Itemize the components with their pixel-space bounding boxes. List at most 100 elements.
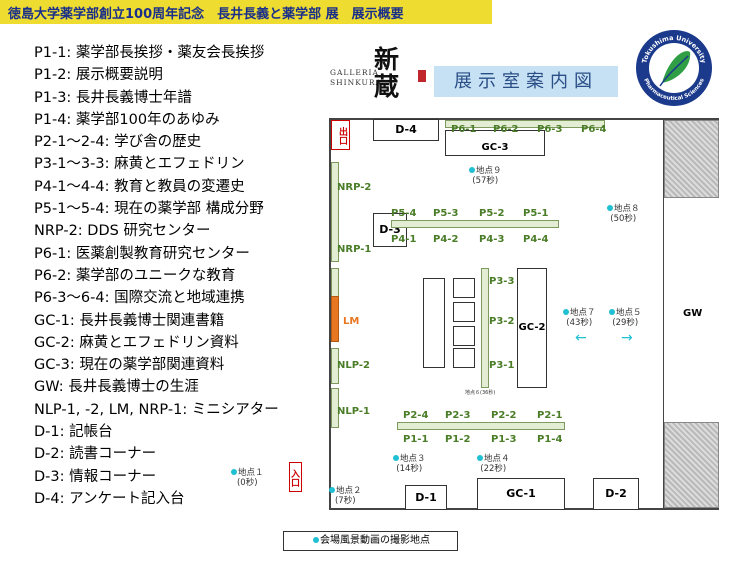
panel-p4-4: P4-4: [523, 234, 549, 245]
arrow-left-icon: ←: [575, 330, 587, 346]
legend-item: GW: 長井長義博士の生涯: [34, 379, 199, 396]
center-table-long: [423, 278, 445, 368]
dot-icon: [231, 469, 237, 475]
panel-column-p3: [481, 268, 489, 388]
shooting-point-1: 地点１(0秒): [231, 468, 264, 488]
glass-case-gc3: GC-3: [445, 130, 545, 156]
legend-item: P4-1～4-4: 教育と教員の変遷史: [34, 178, 245, 195]
panel-p1-2: P1-2: [445, 434, 471, 445]
legend-item: P2-1～2-4: 学び舎の歴史: [34, 134, 202, 151]
dot-icon: [563, 309, 569, 315]
legend-item: D-1: 記帳台: [34, 424, 113, 441]
panel-row-p5-p4: [391, 220, 559, 228]
panel-p2-4: P2-4: [403, 410, 429, 421]
legend-item: GC-2: 麻黄とエフェドリン資料: [34, 334, 239, 351]
reading-corner-d2: D-2: [593, 478, 639, 510]
label-lm: LM: [343, 316, 360, 327]
legend-item: P1-1: 薬学部長挨拶・薬友会長挨拶: [34, 45, 265, 61]
point-label: 地点９: [476, 166, 502, 176]
university-logo: Tokushima University Pharmaceutical Scie…: [636, 30, 712, 106]
dot-icon: [329, 487, 335, 493]
seal-icon: [418, 70, 426, 82]
label-nrp2: NRP-2: [337, 182, 372, 193]
panel-p2-2: P2-2: [491, 410, 517, 421]
shooting-point-8: 地点８(50秒): [607, 204, 640, 224]
dot-icon: [313, 537, 319, 543]
panel-p1-3: P1-3: [491, 434, 517, 445]
legend-item: P6-2: 薬学部のユニークな教育: [34, 267, 236, 284]
point-label: 地点５: [616, 308, 642, 318]
center-table-4: [453, 348, 475, 368]
legend-item: D-3: 情報コーナー: [34, 468, 157, 485]
point-label: 地点２: [336, 486, 362, 496]
panel-nlp2: [331, 348, 339, 384]
header-bar: 徳島大学薬学部創立100周年記念 長井長義と薬学部 展 展示概要: [0, 0, 492, 24]
gw-hatch-bottom: [664, 422, 719, 508]
point-label: 地点６: [465, 390, 481, 396]
exit-sign: 出口: [331, 120, 350, 150]
arrow-right-icon: →: [621, 330, 633, 346]
galleria-shinkura-logo: GALLERIA SHINKURA 新蔵: [330, 46, 430, 108]
gw-hatch-top: [664, 120, 719, 198]
dot-icon: [469, 167, 475, 173]
point-time: (43秒): [566, 318, 593, 328]
panel-p6-2: P6-2: [493, 124, 519, 135]
panel-p3-2: P3-2: [489, 316, 515, 327]
floor-plan: 出口 D-4 GC-3 P6-1 P6-2 P6-3 P6-4 NRP-2 NR…: [231, 118, 719, 510]
desk-d4: D-4: [373, 119, 439, 141]
point-time: (0秒): [236, 478, 258, 488]
logo-kanji-text: 新蔵: [374, 45, 400, 101]
legend-item: P1-4: 薬学部100年のあゆみ: [34, 111, 220, 128]
label-nrp1: NRP-1: [337, 244, 372, 255]
panel-p6-4: P6-4: [581, 124, 607, 135]
glass-case-gc1: GC-1: [477, 478, 565, 510]
panel-p5-2: P5-2: [479, 208, 505, 219]
point-label: 地点８: [614, 204, 640, 214]
guestbook-d1: D-1: [405, 485, 447, 510]
shooting-point-2: 地点２(7秒): [329, 486, 362, 506]
dot-icon: [393, 455, 399, 461]
point-time: (36秒): [480, 390, 496, 396]
panel-row-p6: [445, 120, 605, 128]
dot-icon: [609, 309, 615, 315]
panel-p2-1: P2-1: [537, 410, 563, 421]
label-gw: GW: [683, 308, 703, 319]
footer-label: 会場風景動画の撮影地点: [320, 535, 430, 546]
panel-p3-3: P3-3: [489, 276, 515, 287]
point-label: 地点４: [484, 454, 510, 464]
point-time: (14秒): [396, 464, 423, 474]
legend-item: D-4: アンケート記入台: [34, 490, 185, 507]
legend-item: P5-1～5-4: 現在の薬学部 構成分野: [34, 201, 264, 218]
panel-p4-1: P4-1: [391, 234, 417, 245]
footer-legend: 会場風景動画の撮影地点: [284, 532, 459, 550]
dot-icon: [477, 455, 483, 461]
map-title: 展示室案内図: [454, 71, 598, 92]
legend-item: NRP-2: DDS 研究センター: [34, 223, 211, 240]
panel-row-p2-p1: [397, 422, 565, 430]
point-time: (50秒): [610, 214, 637, 224]
panel-p1-4: P1-4: [537, 434, 563, 445]
dot-icon: [607, 205, 613, 211]
panel-p4-2: P4-2: [433, 234, 459, 245]
panel-p2-3: P2-3: [445, 410, 471, 421]
legend-item: D-2: 読書コーナー: [34, 446, 157, 463]
legend-item: P6-1: 医薬創製教育研究センター: [34, 245, 250, 262]
glass-case-gc2: GC-2: [517, 268, 547, 388]
panel-p4-3: P4-3: [479, 234, 505, 245]
legend-item: P1-3: 長井長義博士年譜: [34, 89, 192, 106]
shooting-point-5: 地点５(29秒): [609, 308, 642, 328]
entrance-sign: 入口: [289, 462, 302, 492]
panel-p3-1: P3-1: [489, 360, 515, 371]
shooting-point-7: 地点７(43秒): [563, 308, 596, 328]
label-nlp1: NLP-1: [337, 406, 371, 417]
legend-item: P1-2: 展示概要説明: [34, 67, 163, 84]
point-label: 地点１: [238, 468, 264, 478]
shooting-point-4: 地点４(22秒): [477, 454, 510, 474]
panel-p5-3: P5-3: [433, 208, 459, 219]
panel-p6-1: P6-1: [451, 124, 477, 135]
center-table-2: [453, 302, 475, 322]
footer-legend-box: 会場風景動画の撮影地点: [283, 531, 458, 551]
point-time: (7秒): [334, 496, 356, 506]
panel-nrp2: [331, 162, 339, 262]
map-title-box: 展示室案内図: [434, 66, 618, 97]
